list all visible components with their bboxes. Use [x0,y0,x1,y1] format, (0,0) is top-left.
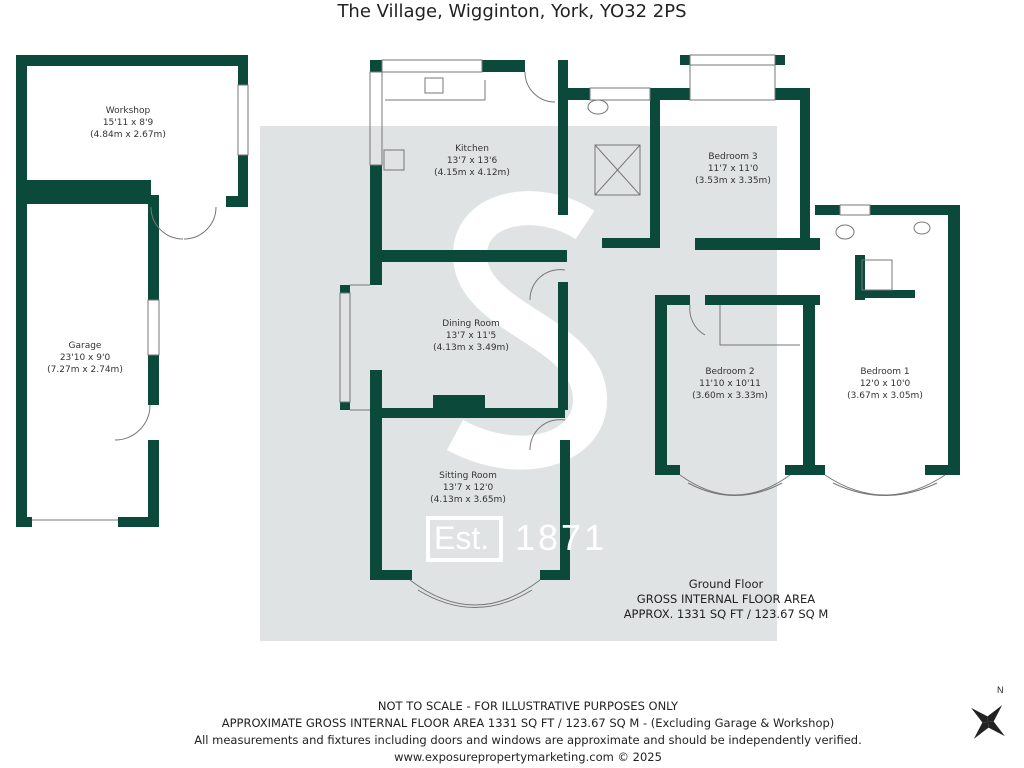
room-metric: (4.13m x 3.65m) [430,495,506,505]
room-imperial: 13'7 x 11'5 [445,331,497,341]
watermark-est-box [426,516,503,562]
floor-area-value: APPROX. 1331 SQ FT / 123.67 SQ M [623,607,829,621]
room-name: Workshop [105,106,151,116]
room-name: Sitting Room [439,471,497,481]
room-metric: (4.15m x 4.12m) [434,168,510,178]
room-bedroom-1: Bedroom 1 12'0 x 10'0 (3.67m x 3.05m) [847,366,923,402]
room-imperial: 15'11 x 8'9 [102,118,154,128]
room-name: Bedroom 2 [705,367,755,377]
windows-and-doors [32,54,946,608]
footer-line: APPROXIMATE GROSS INTERNAL FLOOR AREA 13… [221,716,835,730]
room-dining-room: Dining Room 13'7 x 11'5 (4.13m x 3.49m) [433,318,509,354]
room-imperial: 11'7 x 11'0 [707,164,759,174]
room-metric: (3.60m x 3.33m) [692,391,768,401]
room-name: Dining Room [442,319,500,329]
plan-title: The Village, Wigginton, York, YO32 2PS [337,1,687,22]
floor-area-info: Ground Floor GROSS INTERNAL FLOOR AREA A… [624,577,829,622]
room-name: Kitchen [455,144,489,154]
watermark-s-logo [446,191,608,470]
room-imperial: 12'0 x 10'0 [859,379,911,389]
watermark-year: 1871 [515,517,608,558]
floor-name: Ground Floor [688,577,764,591]
room-bedroom-2: Bedroom 2 11'10 x 10'11 (3.60m x 3.33m) [692,366,768,402]
compass-icon [971,705,1005,739]
room-kitchen: Kitchen 13'7 x 13'6 (4.15m x 4.12m) [434,143,510,179]
footer-website: www.exposurepropertymarketing.com © 2025 [394,750,662,764]
room-metric: (4.13m x 3.49m) [433,343,509,353]
footer-disclaimer: NOT TO SCALE - FOR ILLUSTRATIVE PURPOSES… [0,698,1024,766]
room-metric: (3.67m x 3.05m) [847,391,923,401]
room-imperial: 11'10 x 10'11 [699,379,761,389]
compass-label: N [997,685,1004,695]
room-workshop: Workshop 15'11 x 8'9 (4.84m x 2.67m) [90,105,166,141]
watermark-est: Est. [434,520,490,556]
room-imperial: 23'10 x 9'0 [59,353,111,363]
room-name: Bedroom 3 [708,152,758,162]
room-metric: (3.53m x 3.35m) [695,176,771,186]
walls [16,55,960,580]
room-bedroom-3: Bedroom 3 11'7 x 11'0 (3.53m x 3.35m) [695,151,771,187]
footer-line: NOT TO SCALE - FOR ILLUSTRATIVE PURPOSES… [377,699,679,713]
room-name: Garage [68,341,102,351]
room-imperial: 13'7 x 12'0 [442,483,494,493]
room-metric: (7.27m x 2.74m) [47,365,123,375]
room-sitting-room: Sitting Room 13'7 x 12'0 (4.13m x 3.65m) [430,470,506,506]
footer-line: All measurements and fixtures including … [194,733,862,747]
floor-area-label: GROSS INTERNAL FLOOR AREA [636,592,816,606]
room-imperial: 13'7 x 13'6 [446,156,498,166]
room-name: Bedroom 1 [860,367,910,377]
room-metric: (4.84m x 2.67m) [90,130,166,140]
room-garage: Garage 23'10 x 9'0 (7.27m x 2.74m) [47,340,123,376]
